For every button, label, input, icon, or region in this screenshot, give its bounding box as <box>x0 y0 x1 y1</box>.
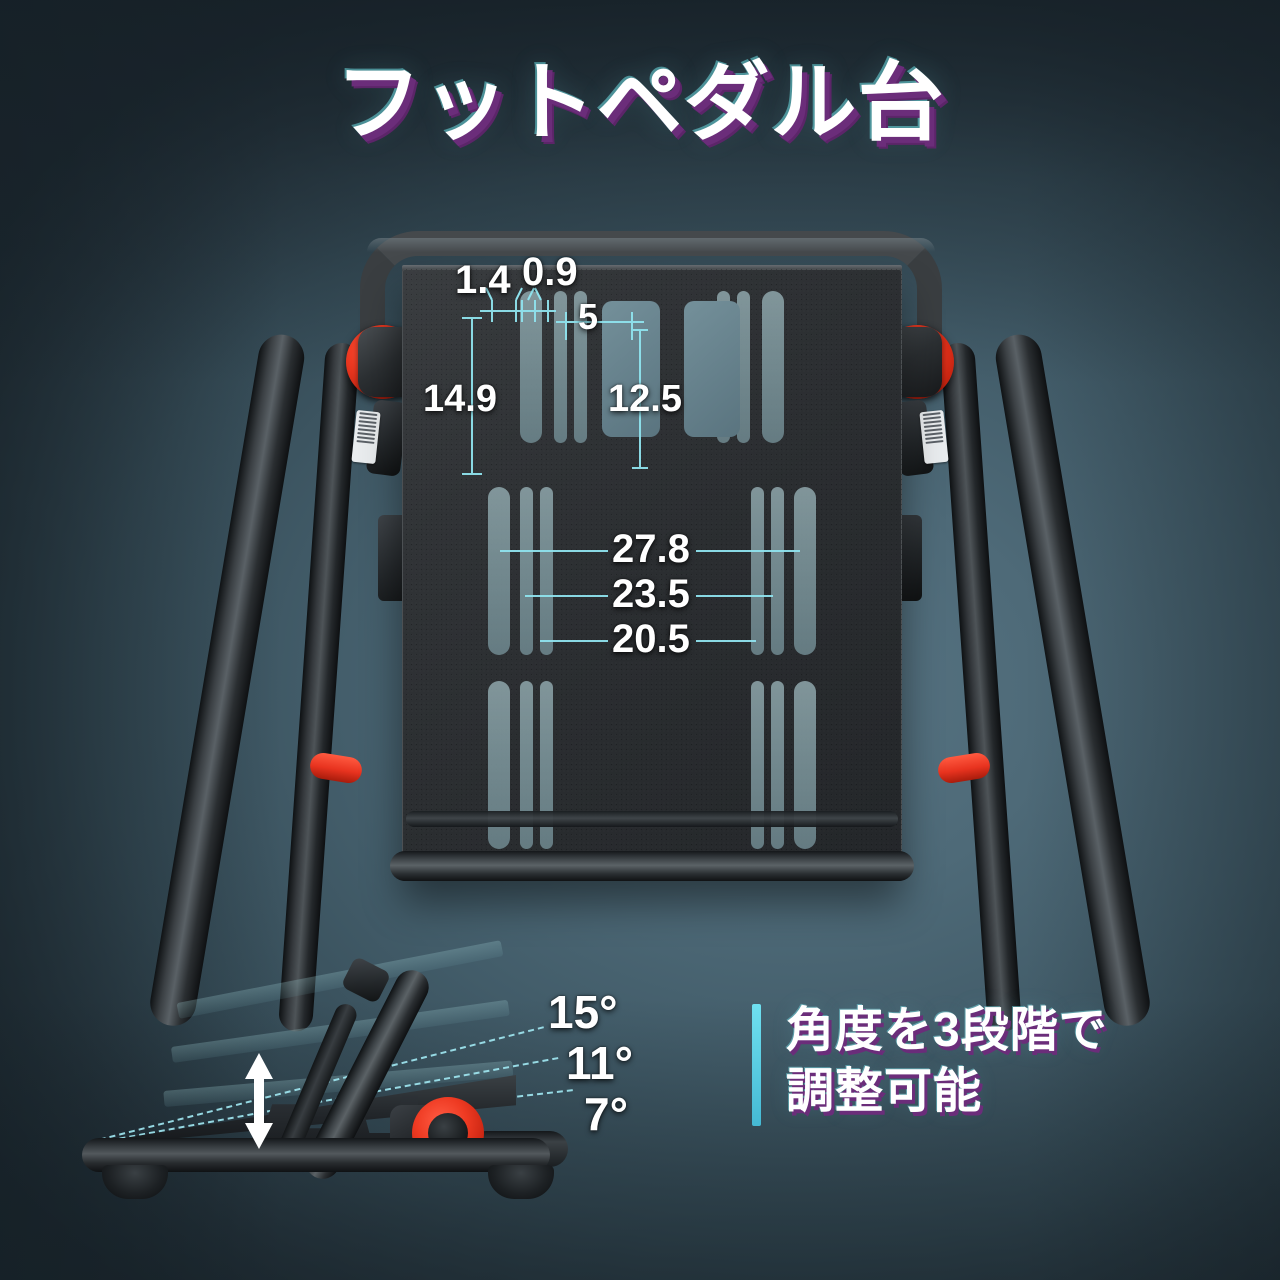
board-top-edge <box>402 265 902 272</box>
slot-narrow <box>574 291 587 443</box>
slot-narrow <box>771 681 784 849</box>
slot-wide <box>794 487 816 655</box>
slot-narrow <box>554 291 567 443</box>
slot-narrow <box>540 487 553 655</box>
slot-wide <box>520 291 542 443</box>
frame-bottom-crossbar <box>390 851 914 881</box>
frame-leg-left-inner <box>277 341 360 1033</box>
slot-narrow <box>771 487 784 655</box>
caption-line-1: 角度を3段階で <box>786 1004 1108 1057</box>
frame-inner-bar <box>406 811 898 827</box>
page-title: フットペダル台 <box>335 55 945 151</box>
slot-wide <box>488 681 510 849</box>
slot-narrow <box>520 487 533 655</box>
side-foot-left <box>102 1165 168 1199</box>
slot-narrow <box>751 487 764 655</box>
foot-platform-board <box>402 269 902 877</box>
slot-wide <box>794 681 816 849</box>
side-foot-right <box>488 1165 554 1199</box>
slot-narrow <box>520 681 533 849</box>
caption-text: 角度を3段階で 調整可能 <box>786 1000 1108 1123</box>
product-side-view <box>60 940 620 1225</box>
slot-narrow <box>540 681 553 849</box>
caption-line-2: 調整可能 <box>786 1065 983 1119</box>
caption-accent-bar <box>752 1004 761 1126</box>
handle-cutout-left <box>602 301 660 437</box>
handle-cutout-right <box>684 301 740 437</box>
product-front-view <box>146 215 1154 1033</box>
up-down-arrow-icon <box>242 1053 276 1149</box>
slot-wide <box>762 291 784 443</box>
slot-narrow <box>737 291 750 443</box>
slot-narrow <box>751 681 764 849</box>
slot-wide <box>488 487 510 655</box>
